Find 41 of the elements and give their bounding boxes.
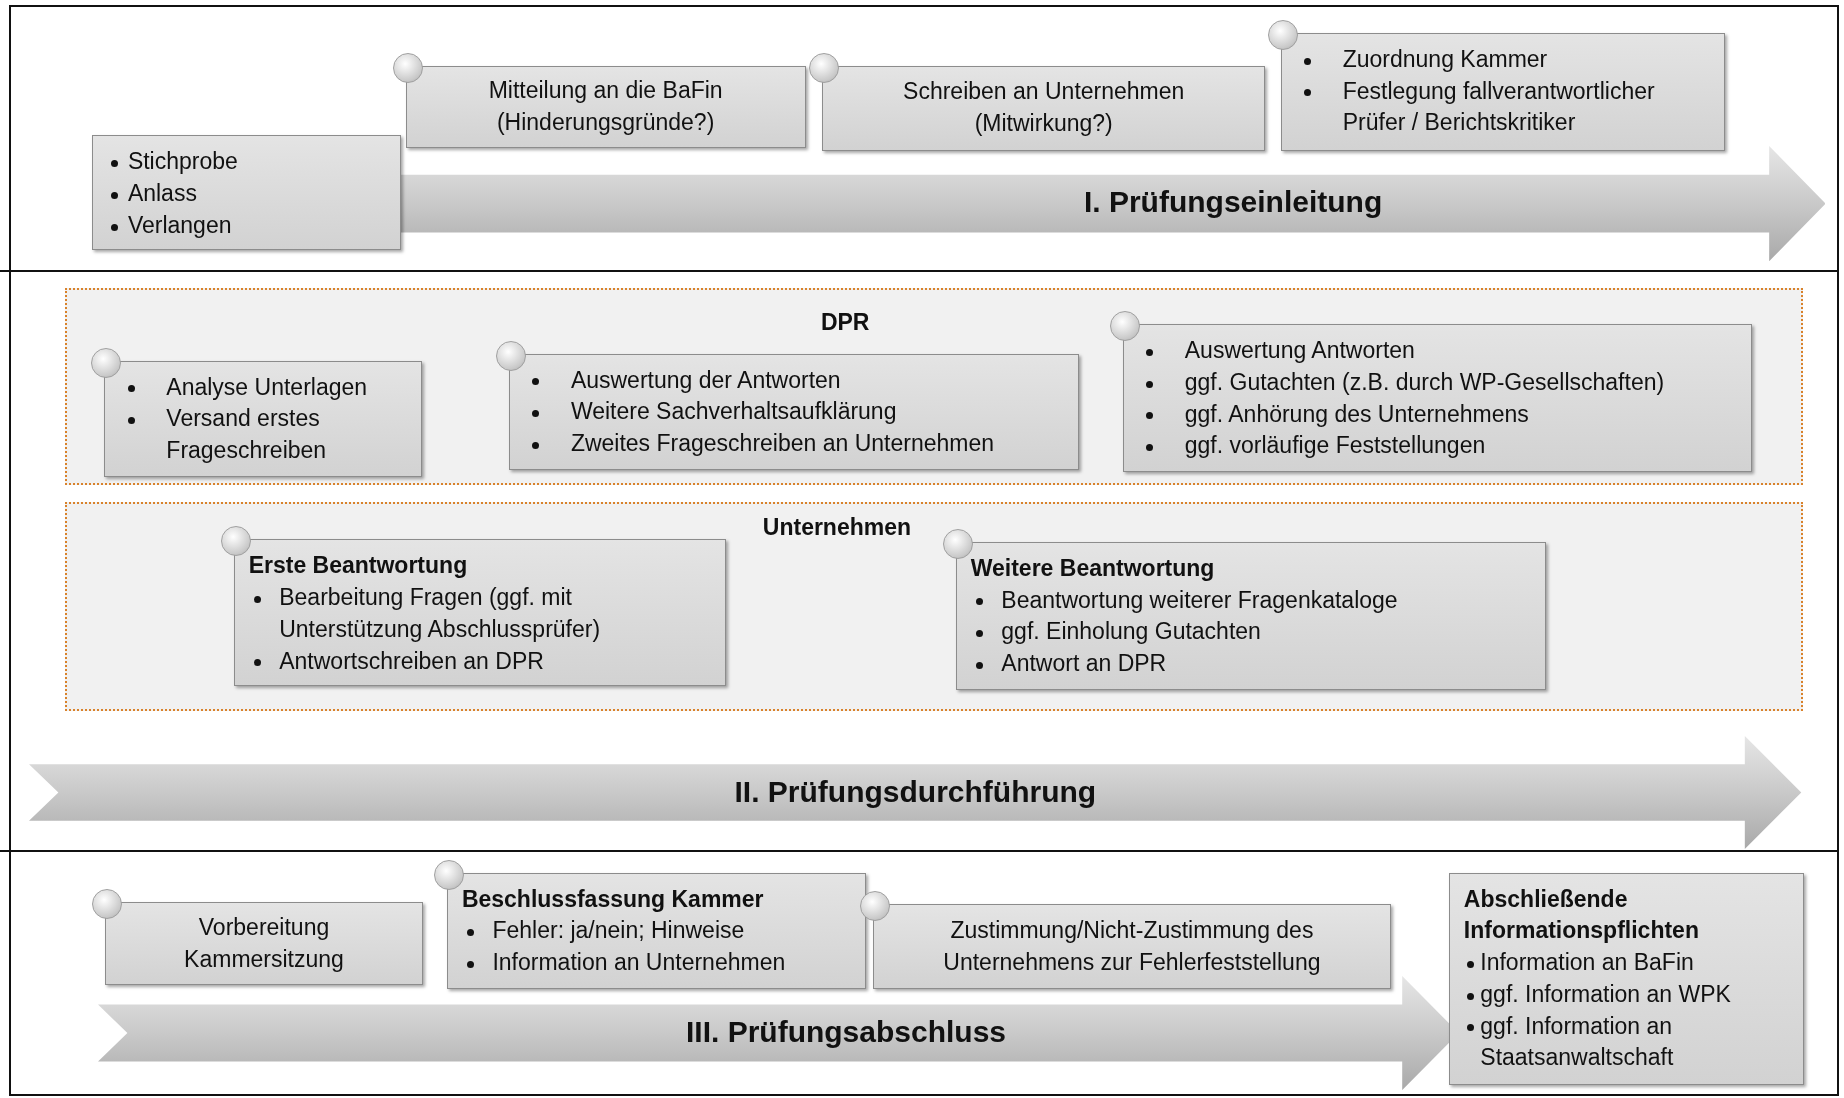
- list-item: ggf. Anhörung des Unternehmens: [1137, 398, 1737, 431]
- group-title: Unternehmen: [762, 513, 912, 540]
- step-text: Schreiben an Unternehmen (Mitwirkung?): [903, 78, 1185, 137]
- group-panel: [64, 502, 1803, 712]
- process-box: [91, 135, 401, 251]
- box-heading: Beschlussfassung Kammer: [461, 884, 765, 914]
- list-item: Zuordnung Kammer: [1295, 43, 1711, 76]
- list-item: Information an BaFin: [1463, 947, 1789, 979]
- list-item: ggf. Gutachten (z.B. durch WP-Gesellschaften): [1137, 366, 1737, 399]
- list-item: ggf. Information an WPK: [1463, 978, 1789, 1011]
- group-title: DPR: [820, 308, 870, 335]
- list-item: Auswertung der Antworten: [523, 364, 1065, 397]
- list-item: Fehler: ja/nein; Hinweise: [461, 915, 851, 948]
- phase-title: II. Prüfungsdurchführung: [734, 774, 1097, 809]
- list-item: ggf. vorläufige Feststellungen: [1137, 430, 1737, 463]
- list-item: Antwortschreiben an DPR: [248, 645, 712, 678]
- list-item: Antwort an DPR: [970, 648, 1532, 680]
- step-text: Mitteilung an die BaFin (Hinderungsgründe?): [488, 77, 723, 135]
- list-item: Versand erstes Frageschreiben: [119, 403, 407, 467]
- list-item: Auswertung Antworten: [1137, 335, 1737, 367]
- list-item: Information an Unternehmen: [461, 947, 851, 979]
- process-box: [1448, 872, 1804, 1086]
- phase-title: III. Prüfungsabschluss: [685, 1015, 1007, 1050]
- list-item: Bearbeitung Fragen (ggf. mit Unterstützung Abschlussprüfer): [248, 582, 712, 646]
- phase-title: I. Prüfungseinleitung: [1083, 185, 1383, 220]
- box-heading: Abschließende Informationspflichten: [1463, 884, 1700, 946]
- list-item: Stichprobe: [106, 146, 386, 178]
- list-item: Festlegung fallverantwortlicher Prüfer / Berichtskritiker: [1295, 75, 1711, 140]
- list-item: Zweites Frageschreiben an Unternehmen: [523, 428, 1065, 460]
- group-panel: [64, 288, 1803, 485]
- box-heading: Weitere Beantwortung: [970, 553, 1216, 583]
- list-item: Weitere Sachverhaltsaufklärung: [523, 396, 1065, 429]
- list-item: Beantwortung weiterer Fragenkataloge: [970, 584, 1532, 617]
- list-item: ggf. Einholung Gutachten: [970, 616, 1532, 648]
- list-item: Analyse Unterlagen: [119, 371, 407, 404]
- step-text: Vorbereitung Kammersitzung: [184, 914, 344, 972]
- list-item: ggf. Information an Staatsanwaltschaft: [1463, 1010, 1789, 1074]
- box-heading: Erste Beantwortung: [248, 551, 469, 581]
- list-item: Verlangen: [106, 209, 386, 242]
- list-item: Anlass: [106, 177, 386, 210]
- step-text: Zustimmung/Nicht-Zustimmung des Unternehmens zur Fehlerfeststellung: [943, 916, 1321, 975]
